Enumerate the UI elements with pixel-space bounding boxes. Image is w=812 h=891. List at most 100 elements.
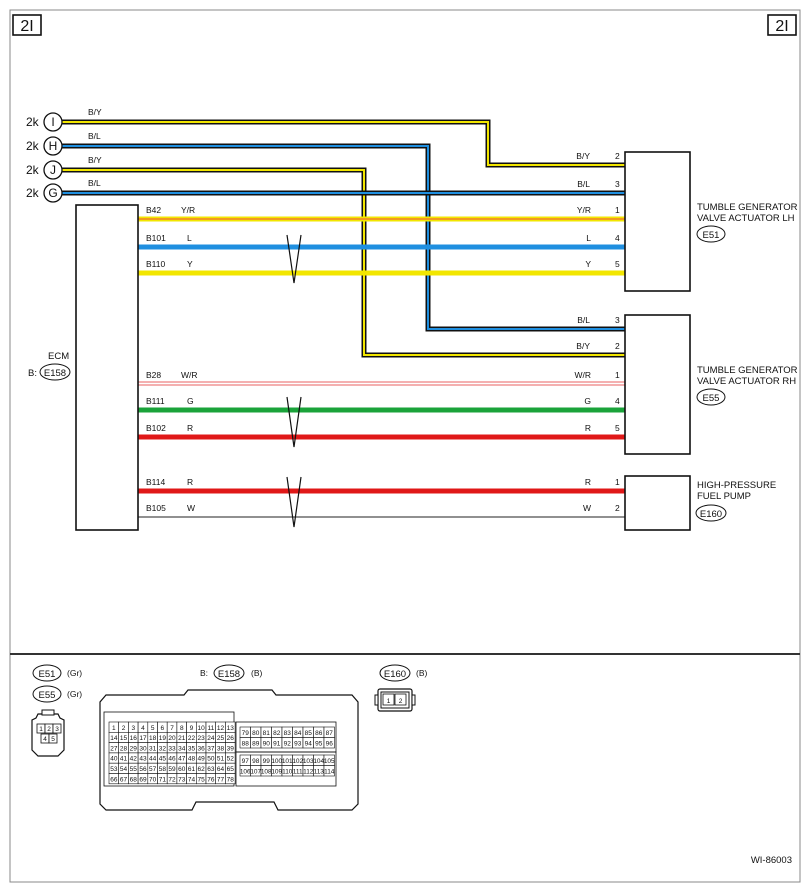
component-label-fuel-pump: HIGH-PRESSURE FUEL PUMP E160	[695, 480, 776, 522]
connector-pin-number: 36	[198, 745, 206, 752]
connector-pin-number: 32	[159, 745, 167, 752]
actuator-rh-title-1: TUMBLE GENERATOR	[697, 365, 798, 376]
connector-pin-number: 108	[261, 769, 272, 776]
page-tag-right-text: 2I	[775, 18, 788, 35]
offpage-letter: J	[50, 163, 56, 177]
connector-pin-number: 95	[315, 741, 323, 748]
connector-pin-number: 15	[120, 735, 128, 742]
connector-pin-cell	[48, 733, 58, 744]
connector-pin-number: 81	[263, 730, 271, 737]
connector-pin-number: 63	[207, 766, 215, 773]
pin-number: 1	[615, 477, 620, 487]
connector-pin-number: 31	[149, 745, 157, 752]
connector-pin-number: 48	[188, 756, 196, 763]
connector-pin-number: 10	[198, 725, 206, 732]
fuel-pump-box	[624, 475, 691, 531]
connector-pin-number: 85	[305, 730, 313, 737]
ecm-box	[75, 204, 139, 531]
actuator-lh-box	[624, 151, 691, 292]
connector-pin-number: 111	[293, 769, 303, 776]
connector-pin-number: 65	[227, 766, 235, 773]
connector-pin-number: 70	[149, 776, 157, 783]
connector-pin-number: 8	[180, 725, 184, 732]
ecm-terminal-label: B101	[146, 233, 166, 243]
connector-pin-number: 1	[39, 726, 43, 733]
connector-pin-number: 21	[178, 735, 186, 742]
connector-pin-number: 80	[252, 730, 260, 737]
actuator-lh-title-2: VALVE ACTUATOR LH	[697, 213, 795, 224]
connector-pin-number: 83	[284, 730, 292, 737]
connector-pin-number: 94	[305, 741, 313, 748]
pin-number: 2	[615, 503, 620, 513]
legend-e158-prefix: B:	[200, 668, 208, 678]
pin-number: 4	[615, 233, 620, 243]
connector-pin-number: 78	[227, 776, 235, 783]
connector-pin-number: 58	[159, 766, 167, 773]
connector-pin-number: 6	[161, 725, 165, 732]
connector-pin-number: 4	[43, 736, 47, 743]
wire-color-label: W/R	[181, 370, 198, 380]
legend-e55: E55 (Gr)	[32, 685, 82, 703]
connector-pin-number: 9	[190, 725, 194, 732]
connector-pin-number: 27	[110, 745, 118, 752]
connector-pin-number: 61	[188, 766, 196, 773]
connector-pin-number: 101	[282, 758, 293, 765]
connector-pin-number: 3	[131, 725, 135, 732]
connector-pin-number: 89	[252, 741, 260, 748]
connector-pin-number: 33	[168, 745, 176, 752]
wire-color-label: L	[187, 233, 192, 243]
connector-pin-number: 35	[188, 745, 196, 752]
connector-pin-number: 3	[55, 726, 59, 733]
offpage-ref-label: 2k	[26, 163, 40, 177]
ecm-terminal-label: B111	[146, 396, 165, 406]
wire-color-label: Y/R	[577, 205, 591, 215]
connector-pin-number: 90	[263, 741, 271, 748]
page-tag-left: 2I	[12, 14, 42, 36]
connector-pin-number: 28	[120, 745, 128, 752]
connector-pin-number: 69	[139, 776, 147, 783]
wire-color-label: R	[187, 477, 193, 487]
twisted-pair-marker	[286, 476, 302, 528]
component-boxes	[75, 151, 691, 531]
pin-number: 3	[615, 315, 620, 325]
connector-pin-number: 5	[51, 736, 55, 743]
twisted-pair-marker	[286, 234, 302, 284]
connector-pin-number: 19	[159, 735, 167, 742]
ecm-connector-prefix: B:	[28, 368, 37, 379]
wire-color-label: B/Y	[576, 341, 590, 351]
connector-pin-number: 73	[178, 776, 186, 783]
connector-pin-number: 62	[198, 766, 206, 773]
connector-pin-number: 64	[217, 766, 225, 773]
connector-pin-number: 106	[240, 769, 251, 776]
connector-pin-number: 60	[178, 766, 186, 773]
connector-pin-number: 16	[130, 735, 138, 742]
page-frame	[9, 9, 801, 883]
connector-pin-number: 67	[120, 776, 128, 783]
connector-pin-number: 76	[207, 776, 215, 783]
connector-pin-cell	[394, 693, 407, 706]
connector-pin-cell	[382, 693, 395, 706]
offpage-connector-h	[43, 136, 63, 156]
connector-pin-number: 37	[207, 745, 215, 752]
wire-color-label: Y	[187, 259, 193, 269]
connector-pin-number: 99	[263, 758, 271, 765]
legend-e51: E51 (Gr)	[32, 664, 82, 682]
wire-color-label: W	[187, 503, 195, 513]
ecm-terminal-label: B110	[146, 259, 165, 269]
wires-layer	[62, 119, 625, 528]
connector-pin-number: 45	[159, 756, 167, 763]
ecm-label: ECM	[48, 351, 69, 362]
legend-e160-id: E160	[384, 669, 406, 680]
connector-pin-number: 41	[120, 756, 128, 763]
offpage-ref-label: 2k	[26, 115, 40, 129]
connector-pin-number: 75	[198, 776, 206, 783]
wire-color-label: G	[187, 396, 194, 406]
connector-pin-number: 2	[122, 725, 126, 732]
connector-pin-number: 113	[314, 769, 325, 776]
fuel-pump-title-2: FUEL PUMP	[697, 491, 751, 502]
legend-e55-color: (Gr)	[67, 689, 82, 699]
connector-pin-number: 38	[217, 745, 225, 752]
connector-pin-number: 53	[110, 766, 118, 773]
